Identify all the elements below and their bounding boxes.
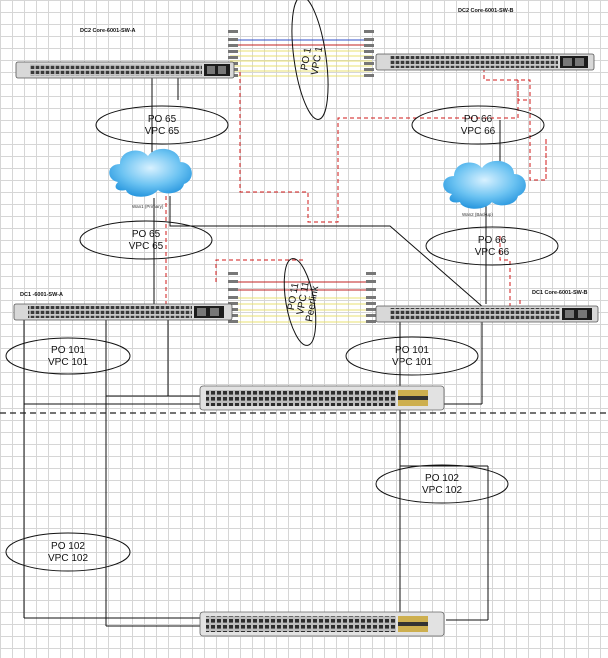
- po101-left-po: PO 101: [51, 345, 85, 356]
- po66-mid-vpc: VPC 66: [475, 247, 510, 258]
- wan1-cloud: [109, 148, 192, 197]
- po66-mid-po: PO 66: [478, 235, 507, 246]
- label-dc2-b: DC2 Core-6001-SW-B: [458, 8, 514, 14]
- po65-top-po: PO 65: [148, 114, 177, 125]
- label-wan2: Wan2 (Backup): [462, 212, 493, 217]
- po102-right-vpc: VPC 102: [422, 485, 462, 496]
- oval-dc2-peer: [291, 0, 329, 120]
- po65-mid-po: PO 65: [132, 229, 161, 240]
- po65-mid-vpc: VPC 65: [129, 241, 164, 252]
- oval-dc1-peer: [283, 258, 317, 346]
- po102-left-po: PO 102: [51, 541, 85, 552]
- oval-po101-right: [345, 336, 479, 376]
- switch-dc1-b[interactable]: [375, 305, 599, 323]
- po102-right-po: PO 102: [425, 473, 459, 484]
- oval-po65-mid: [79, 220, 213, 260]
- black-links: [23, 76, 501, 627]
- po66-top-vpc: VPC 66: [461, 126, 496, 137]
- fex-switch-1[interactable]: [199, 385, 445, 411]
- po101-left-vpc: VPC 101: [48, 357, 88, 368]
- dc2-peer-po-text: PO 1: [299, 46, 314, 71]
- po66-top-po: PO 66: [464, 114, 493, 125]
- dc2-peer-vpc-text: VPC 1: [309, 45, 325, 76]
- oval-po65-top: [95, 105, 229, 145]
- fex-switch-2[interactable]: [199, 611, 445, 637]
- label-dc2-a: DC2 Core-6001-SW-A: [80, 28, 136, 34]
- wan2-cloud: [443, 160, 526, 209]
- oval-po102-left: [5, 532, 131, 572]
- po102-left-vpc: VPC 102: [48, 553, 88, 564]
- dc2-peer-label: PO 1 VPC 1: [299, 45, 325, 76]
- dc1-peer-po-text: PO 11: [286, 282, 302, 312]
- po101-right-vpc: VPC 101: [392, 357, 432, 368]
- switch-dc1-a[interactable]: [13, 303, 233, 321]
- po101-right-po: PO 101: [395, 345, 429, 356]
- oval-po101-left: [5, 337, 131, 375]
- oval-po102-right: [375, 464, 509, 504]
- label-dc1-a: DC1 -6001-SW-A: [20, 292, 63, 298]
- label-wan1: Wan1 (Primary): [132, 204, 164, 209]
- label-dc1-b: DC1 Core-6001-SW-B: [532, 290, 588, 296]
- oval-po66-top: [411, 105, 545, 145]
- oval-po66-mid: [425, 226, 559, 266]
- dc1-peer-link: [228, 272, 376, 323]
- switch-dc2-a[interactable]: [15, 61, 235, 79]
- switch-dc2-b[interactable]: [375, 53, 595, 71]
- po65-top-vpc: VPC 65: [145, 126, 180, 137]
